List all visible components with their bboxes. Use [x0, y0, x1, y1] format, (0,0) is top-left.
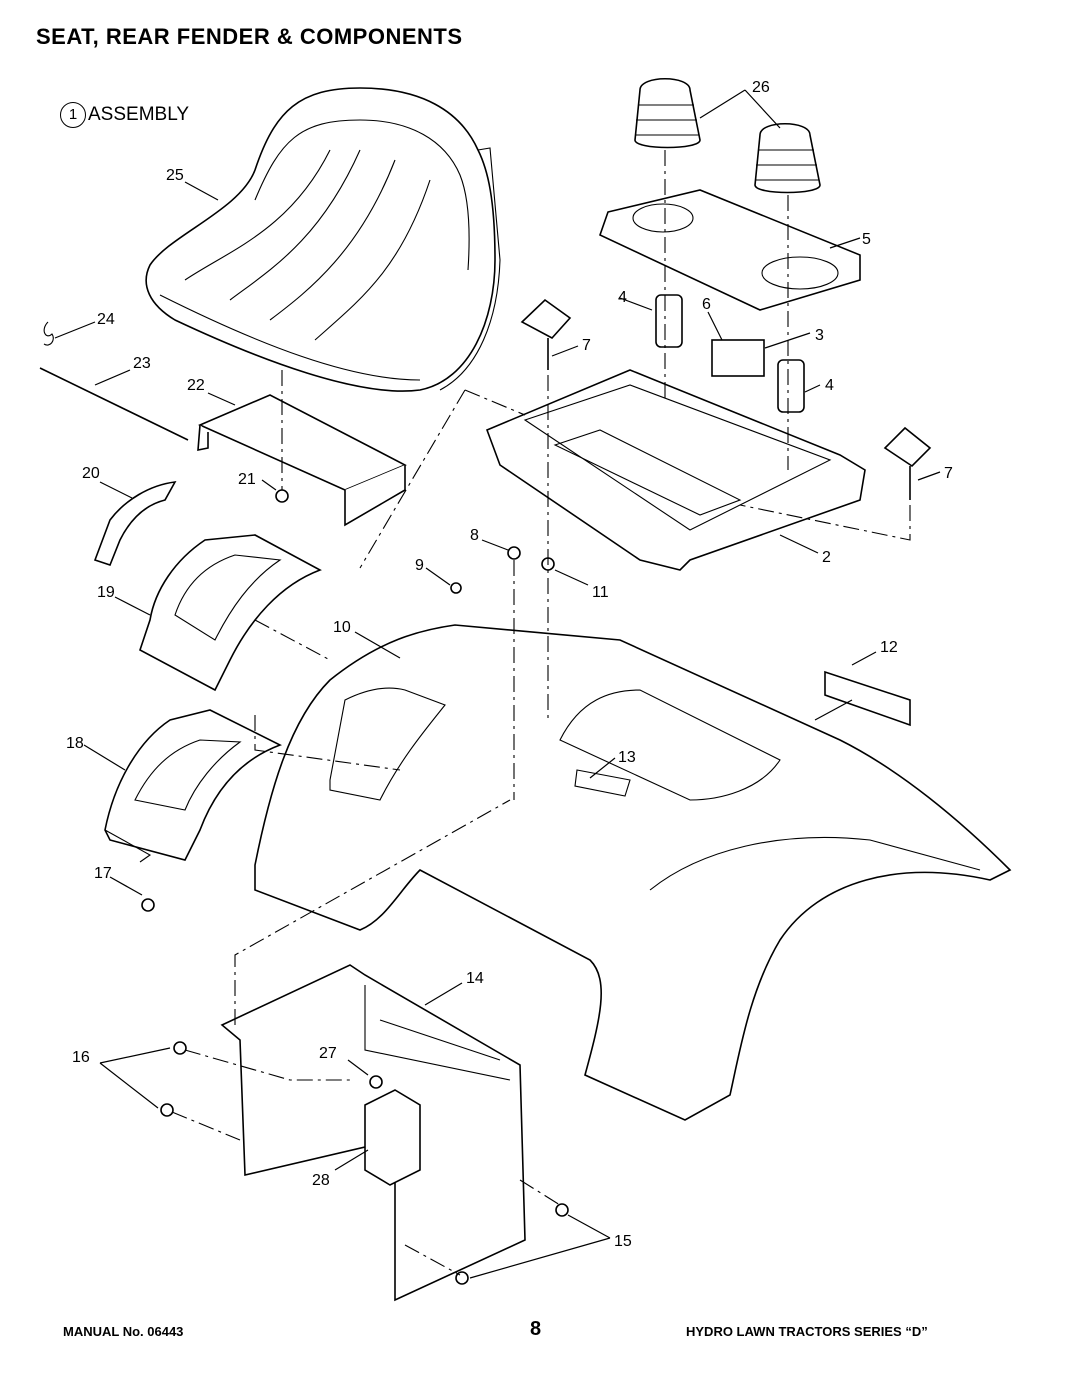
interlock-switch	[364, 1089, 421, 1186]
bolt-16b	[160, 1103, 174, 1117]
assembly-text: ASSEMBLY	[88, 104, 190, 125]
callout-19: 19	[97, 584, 115, 601]
shift-bracket	[104, 709, 282, 863]
callout-20: 20	[82, 465, 100, 482]
callout-2: 2	[822, 549, 831, 566]
seat-base	[485, 369, 866, 571]
callout-26: 26	[752, 79, 770, 96]
callout-11: 11	[592, 584, 609, 601]
decal-12	[824, 670, 911, 727]
bolt-21	[275, 489, 289, 503]
callout-5: 5	[862, 231, 871, 248]
assembly-label: 1 ASSEMBLY	[60, 102, 189, 128]
spring-left	[655, 294, 683, 348]
knob-left	[520, 298, 572, 370]
callout-8: 8	[470, 527, 479, 544]
callout-16: 16	[72, 1049, 90, 1066]
page-number: 8	[530, 1318, 542, 1340]
callout-12: 12	[880, 639, 898, 656]
callout-4b: 4	[825, 377, 834, 394]
bolt-15a	[555, 1203, 569, 1217]
pad	[93, 481, 177, 566]
callout-22: 22	[187, 377, 205, 394]
series-title: HYDRO LAWN TRACTORS SERIES “D”	[686, 1324, 928, 1339]
callout-3: 3	[815, 327, 824, 344]
callout-21: 21	[238, 471, 256, 488]
rear-fender	[254, 624, 1012, 1121]
callout-6: 6	[702, 296, 711, 313]
assembly-number-circle: 1	[60, 102, 86, 128]
bolt-27	[369, 1075, 383, 1089]
knob-right	[883, 426, 932, 500]
leader-lines	[54, 89, 941, 1279]
hair-pin-clip	[43, 321, 54, 346]
callout-9: 9	[415, 557, 424, 574]
label-13	[574, 769, 631, 797]
screw-8	[507, 546, 521, 560]
seat	[145, 87, 501, 392]
top-plate	[599, 189, 861, 311]
callout-7a: 7	[582, 337, 591, 354]
screw-9	[450, 582, 462, 594]
callout-7b: 7	[944, 465, 953, 482]
callout-14: 14	[466, 970, 484, 987]
callout-15: 15	[614, 1233, 632, 1250]
page-title: SEAT, REAR FENDER & COMPONENTS	[36, 24, 463, 49]
assembly-lines	[171, 150, 911, 1276]
shift-cover	[139, 534, 322, 692]
callout-13: 13	[618, 749, 636, 766]
rubber-bumpers	[634, 78, 821, 194]
callout-23: 23	[133, 355, 151, 372]
seat-pivot-rod	[39, 367, 189, 441]
callout-labels: 25 26 5 4 6 3 4 7 7 2 24 23 22 21 20 19 …	[66, 79, 953, 1250]
bolt-17	[141, 898, 155, 912]
callout-10: 10	[333, 619, 351, 636]
seat-bracket	[197, 394, 407, 527]
callout-24: 24	[97, 311, 115, 328]
bolt-16a	[173, 1041, 187, 1055]
spring-right	[777, 359, 805, 413]
callout-18: 18	[66, 735, 84, 752]
callout-27: 27	[319, 1045, 337, 1062]
callout-17: 17	[94, 865, 112, 882]
manual-number: MANUAL No. 06443	[63, 1324, 184, 1339]
callout-4a: 4	[618, 289, 627, 306]
callout-25: 25	[166, 167, 184, 184]
seat-switch	[711, 339, 765, 377]
callout-28: 28	[312, 1172, 330, 1189]
